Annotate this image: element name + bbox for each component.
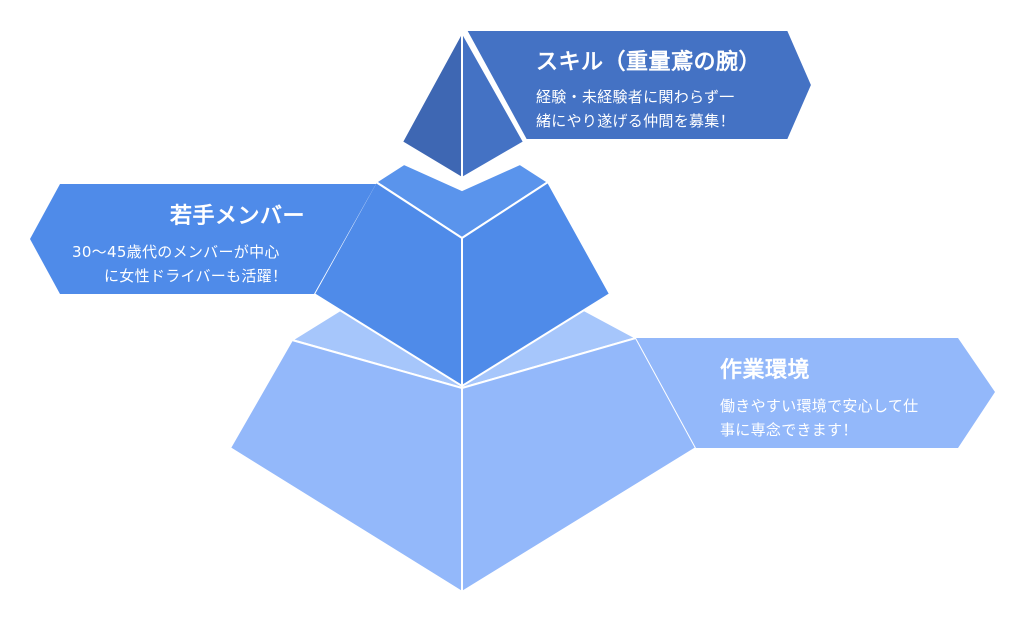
top-tier-description: 経験・未経験者に関わらず一 緒にやり遂げる仲間を募集！ [536, 85, 735, 133]
middle-tier-line-1: 30〜45歳代のメンバーが中心 [72, 243, 280, 261]
bottom-callout-arrow [636, 338, 995, 448]
bottom-tier-title: 作業環境 [720, 358, 811, 383]
top-tier-line-2: 緒にやり遂げる仲間を募集！ [536, 112, 735, 130]
bottom-tier-description: 働きやすい環境で安心して仕 事に専念できます！ [720, 394, 918, 442]
middle-callout-arrow [30, 184, 376, 294]
middle-tier-line-2: に女性ドライバーも活躍！ [104, 267, 288, 285]
top-tier-title: スキル（重量鳶の腕） [536, 50, 762, 75]
top-tier-left-face [400, 31, 463, 180]
bottom-tier-line-1: 働きやすい環境で安心して仕 [720, 397, 919, 415]
bottom-tier-line-2: 事に専念できます！ [720, 421, 858, 439]
pyramid-tier-top [400, 28, 814, 180]
bottom-tier-left-face [228, 338, 463, 594]
pyramid-tier-middle [30, 162, 612, 388]
middle-tier-description: 30〜45歳代のメンバーが中心 に女性ドライバーも活躍！ [72, 240, 287, 288]
pyramid-tier-bottom [228, 307, 995, 594]
middle-tier-right-face [461, 180, 612, 388]
top-callout-arrow [464, 29, 814, 141]
middle-tier-title: 若手メンバー [170, 204, 306, 229]
top-tier-line-1: 経験・未経験者に関わらず一 [536, 88, 735, 106]
top-tier-right-face [461, 28, 526, 180]
